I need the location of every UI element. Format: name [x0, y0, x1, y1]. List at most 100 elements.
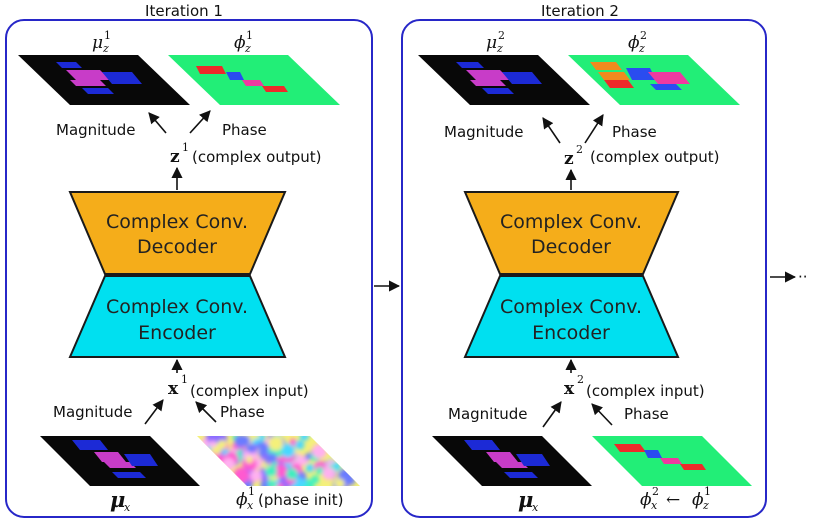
svg-text:2: 2	[498, 29, 505, 42]
decoder-label-line2: Decoder	[137, 236, 217, 258]
svg-text:z: z	[170, 147, 180, 167]
svg-text:μ: μ	[110, 487, 125, 512]
phase-in-arrow	[195, 401, 217, 423]
noise-blob	[234, 436, 248, 448]
complex-output-note: (complex output)	[192, 148, 322, 166]
output-magnitude-symbol: μ z 1	[92, 29, 111, 55]
iteration-2-panel: Iteration 2 μ z 2 ϕ z	[401, 2, 767, 518]
encoder-label-line1: Complex Conv.	[106, 296, 248, 318]
svg-text:μ: μ	[92, 33, 103, 53]
phase-in-arrow-2	[591, 403, 613, 426]
noise-blob	[256, 458, 263, 465]
svg-text:z: z	[638, 42, 645, 55]
noise-blob	[334, 478, 345, 486]
output-phase-image	[168, 55, 340, 105]
noise-blob	[245, 456, 253, 464]
noise-blob	[273, 464, 288, 478]
svg-text:μ: μ	[486, 33, 497, 53]
input-magnitude-symbol-2: μ x	[518, 487, 539, 514]
magnitude-out-label-2: Magnitude	[444, 123, 523, 141]
iteration-2-title: Iteration 2	[541, 2, 619, 20]
noise-blob	[267, 453, 277, 463]
complex-input-symbol: x 1	[168, 373, 188, 399]
svg-text:x: x	[247, 499, 254, 512]
decoder-label-line1: Complex Conv.	[106, 211, 248, 233]
decoder-label-line2-2: Decoder	[531, 236, 611, 258]
svg-text:←: ←	[666, 490, 680, 510]
svg-text:1: 1	[704, 485, 711, 498]
input-magnitude-image-2	[432, 436, 592, 486]
svg-text:z: z	[496, 42, 503, 55]
input-phase-assignment: ϕ x 2 ← ϕ z 1	[640, 485, 711, 512]
svg-text:z: z	[564, 149, 574, 169]
complex-input-symbol-2: x 2	[564, 373, 584, 399]
complex-output-note-2: (complex output)	[590, 148, 720, 166]
svg-text:x: x	[168, 379, 179, 399]
iteration-2-frame	[401, 19, 767, 518]
svg-text:z: z	[702, 499, 709, 512]
noise-blob	[299, 436, 309, 441]
noise-blob	[267, 479, 276, 486]
noise-blob	[209, 440, 217, 448]
noise-blob	[315, 466, 324, 475]
phase-init-noise-image	[197, 436, 360, 486]
noise-blob	[305, 463, 315, 473]
phase-out-label: Phase	[222, 121, 267, 139]
output-magnitude-symbol-2: μ z 2	[486, 29, 505, 55]
decoder-block	[68, 191, 287, 275]
noise-blob	[233, 467, 250, 484]
svg-text:z: z	[244, 42, 251, 55]
noise-blob	[222, 457, 235, 471]
svg-text:x: x	[532, 501, 539, 514]
noise-blob	[304, 453, 312, 460]
magnitude-in-arrow	[144, 399, 164, 425]
output-magnitude-image	[18, 55, 190, 105]
noise-blob	[217, 440, 227, 449]
complex-output-symbol-2: z 2	[564, 143, 583, 169]
magnitude-out-arrow	[148, 112, 167, 134]
noise-blob	[311, 475, 320, 484]
decoder-block-2	[463, 191, 680, 275]
noise-blob	[281, 443, 295, 458]
magnitude-out-arrow-2	[542, 117, 561, 144]
continuation-dots: ··	[798, 268, 808, 286]
svg-text:x: x	[651, 499, 658, 512]
noise-blob	[295, 440, 305, 450]
noise-blob	[268, 436, 284, 451]
svg-text:x: x	[564, 379, 575, 399]
svg-text:ϕ: ϕ	[236, 490, 248, 510]
noise-blob	[347, 476, 356, 485]
svg-text:2: 2	[576, 143, 583, 156]
output-phase-image-2	[568, 55, 740, 105]
svg-text:1: 1	[182, 141, 189, 154]
decoder-label-line1-2: Complex Conv.	[500, 211, 642, 233]
svg-text:1: 1	[181, 373, 188, 386]
svg-text:2: 2	[577, 373, 584, 386]
phase-in-label: Phase	[220, 403, 265, 421]
magnitude-in-arrow-2	[542, 401, 562, 428]
encoder-block	[68, 275, 287, 358]
svg-text:z: z	[102, 42, 109, 55]
svg-text:1: 1	[248, 485, 255, 498]
phase-out-label-2: Phase	[612, 123, 657, 141]
noise-blob	[246, 444, 255, 453]
input-magnitude-symbol: μ x	[110, 487, 131, 514]
noise-blob	[277, 482, 284, 486]
noise-blob	[255, 441, 269, 456]
output-phase-symbol: ϕ z 1	[234, 29, 253, 55]
magnitude-out-label: Magnitude	[56, 121, 135, 139]
output-phase-symbol-2: ϕ z 2	[628, 29, 647, 55]
input-phase-symbol: ϕ x 1	[236, 485, 255, 512]
encoder-label-line2-2: Encoder	[532, 322, 610, 344]
noise-blob	[322, 467, 336, 480]
noise-blob	[286, 468, 298, 480]
svg-text:ϕ: ϕ	[234, 33, 246, 53]
output-magnitude-image-2	[418, 55, 590, 105]
complex-input-note-2: (complex input)	[586, 382, 705, 400]
noise-blob	[312, 443, 327, 459]
noise-blob	[300, 479, 308, 486]
svg-text:2: 2	[640, 29, 647, 42]
input-magnitude-image	[40, 436, 200, 486]
iteration-1-title: Iteration 1	[145, 2, 223, 20]
